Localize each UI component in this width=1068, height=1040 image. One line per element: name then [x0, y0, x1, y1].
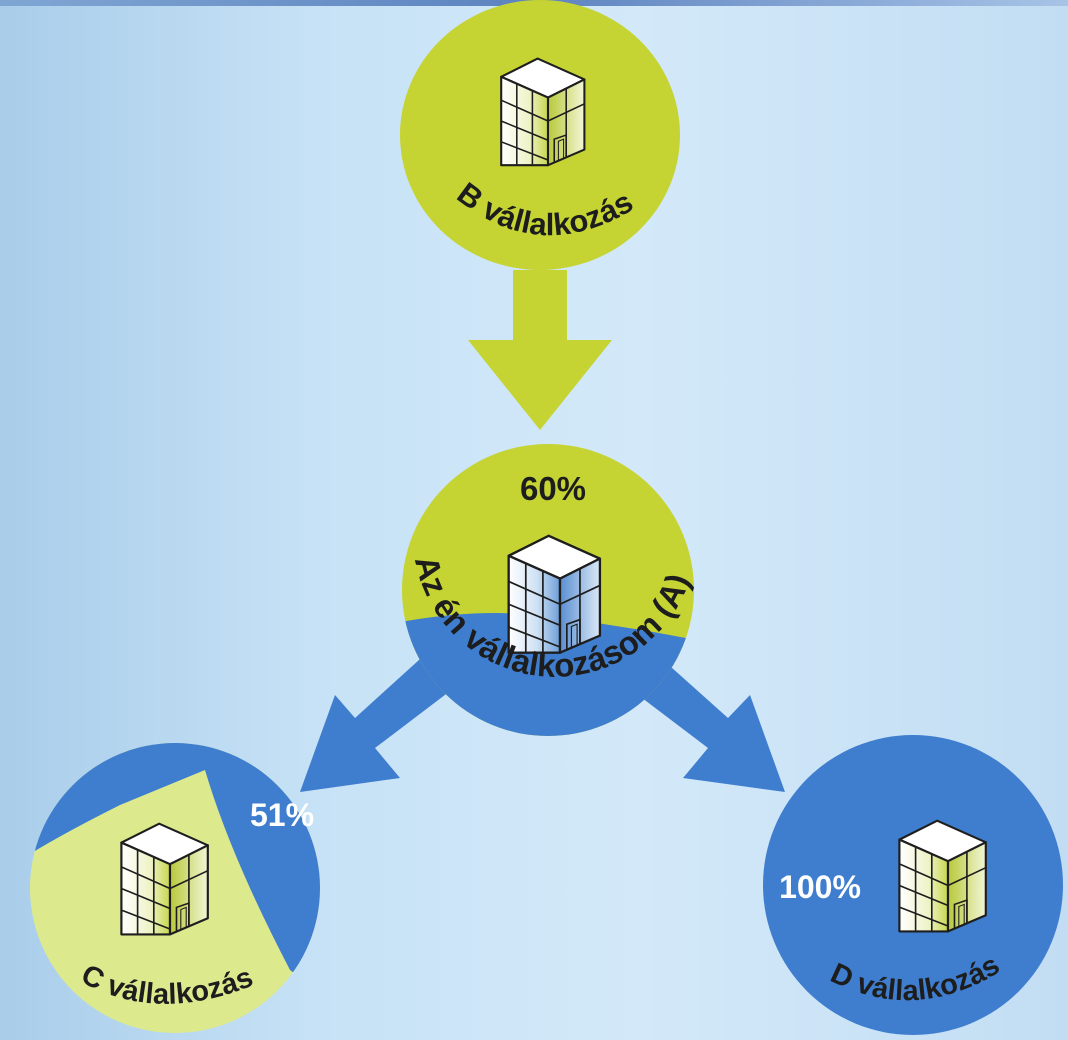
arrow-b-to-a: [468, 270, 612, 430]
arrow-a-to-c: [300, 650, 458, 792]
building-icon: [120, 822, 209, 936]
node-c: 51% C vállalkozás: [30, 743, 320, 1033]
node-d-percent: 100%: [779, 869, 861, 905]
node-c-percent: 51%: [250, 797, 314, 833]
building-icon: [898, 819, 987, 933]
node-b: B vállalkozás: [400, 0, 680, 270]
node-a-percent: 60%: [520, 470, 586, 507]
building-icon: [500, 57, 586, 167]
arrow-a-to-d: [625, 650, 785, 792]
node-d: 100% D vállalkozás: [763, 735, 1063, 1035]
building-icon: [507, 534, 602, 654]
